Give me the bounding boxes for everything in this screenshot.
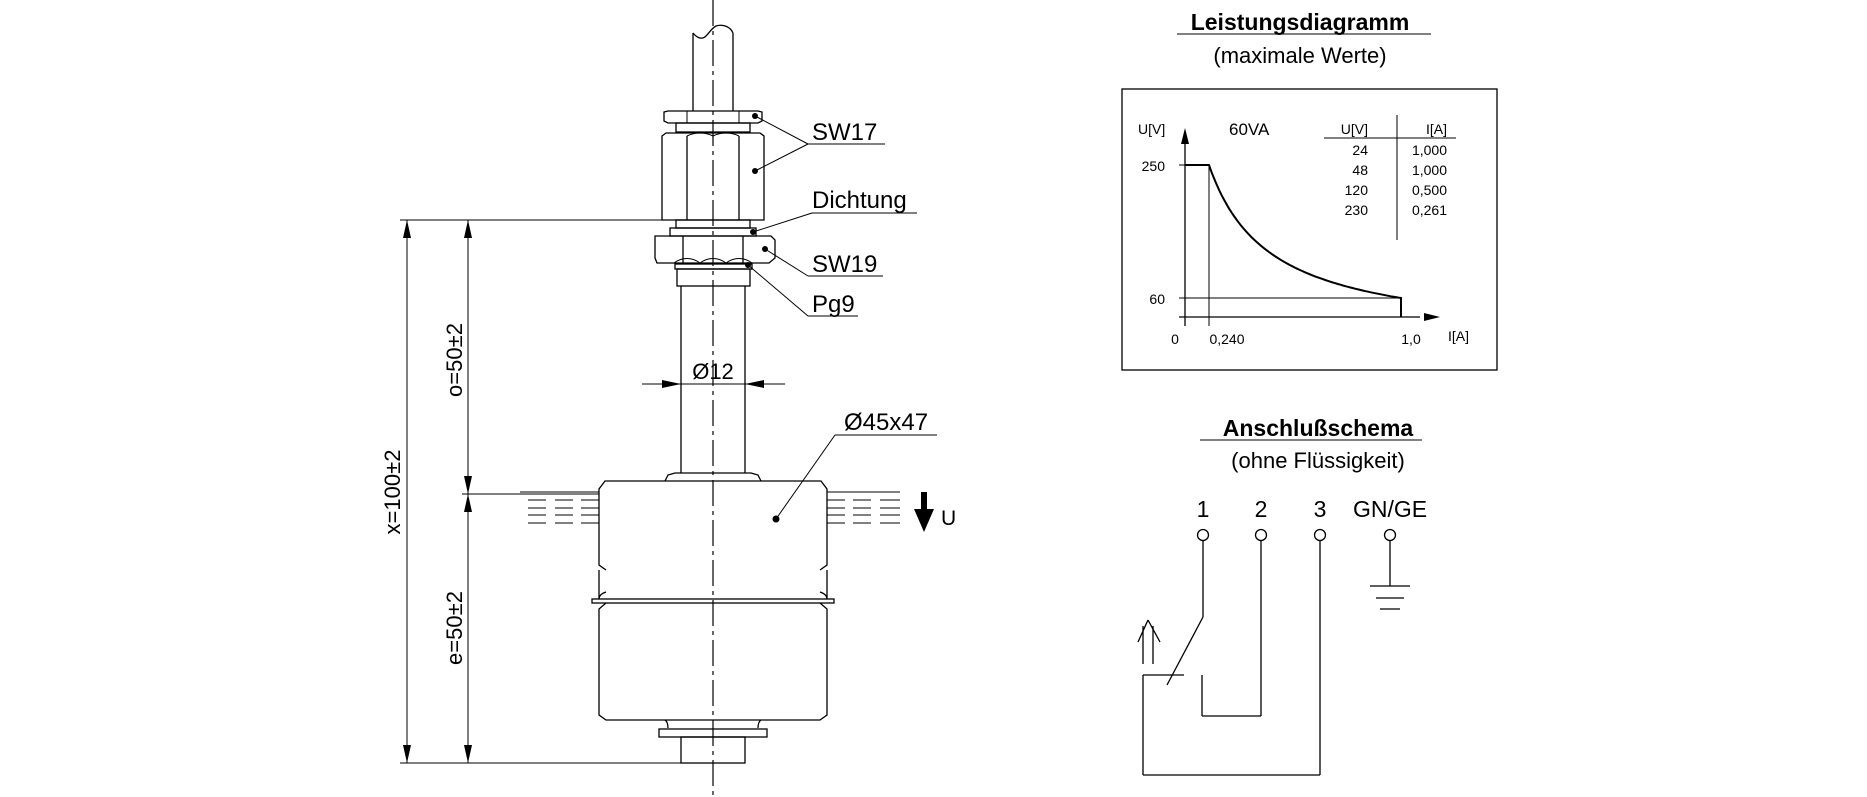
table-cell-current: 0,261	[1412, 202, 1447, 218]
value-table: U[V] I[A] 24 1,000 48 1,000 120 0,500 230 0,261	[1324, 115, 1456, 240]
stem-diameter-dimension: Ø12	[642, 359, 785, 388]
terminal-2-icon	[1254, 528, 1268, 542]
terminal-label-gnge: GN/GE	[1353, 496, 1427, 522]
float-bottom-collar	[658, 719, 768, 764]
dichtung-callout: Dichtung	[750, 187, 917, 235]
dichtung-label: Dichtung	[812, 187, 907, 214]
chart-plot: U[V] 250 60 0 0,240 1,0 I[A]	[1138, 121, 1469, 347]
float-top-collar	[664, 472, 762, 482]
hex-nut-sw19	[654, 235, 776, 264]
terminal-label-1: 1	[1197, 496, 1210, 522]
y-tick-label-250: 250	[1142, 158, 1166, 174]
x-total-dimension: x=100±2	[380, 450, 405, 535]
float-up-arrow-icon	[1137, 619, 1161, 664]
direction-label: U	[941, 507, 956, 530]
table-cell-voltage: 24	[1352, 142, 1368, 158]
table-cell-voltage: 48	[1352, 162, 1368, 178]
o-upper-dimension: o=50±2	[442, 323, 467, 397]
float-body	[591, 480, 835, 721]
wiring-subtitle: (ohne Flüssigkeit)	[1231, 448, 1405, 473]
stem-diameter-label: Ø12	[692, 359, 734, 384]
table-cell-current: 1,000	[1412, 142, 1447, 158]
table-cell-current: 0,500	[1412, 182, 1447, 198]
power-diagram-subtitle: (maximale Werte)	[1213, 43, 1386, 68]
liquid-level-right	[827, 491, 900, 524]
sw17-callout: SW17	[752, 113, 885, 174]
power-curve-series	[1185, 164, 1402, 317]
x-tick-label-1: 1,0	[1401, 331, 1421, 347]
y-axis-arrow-icon	[1181, 128, 1189, 144]
table-cell-voltage: 120	[1345, 182, 1369, 198]
wiring-diagram: Anschlußschema (ohne Flüssigkeit) 1 2 3 …	[1137, 415, 1427, 776]
terminal-3-icon	[1313, 528, 1327, 542]
terminal-gnge-icon	[1383, 528, 1397, 542]
direction-arrow: U	[914, 492, 956, 532]
power-annotation: 60VA	[1229, 120, 1270, 139]
cable	[692, 24, 734, 111]
wiring-title: Anschlußschema	[1223, 415, 1414, 441]
sw19-callout: SW19	[762, 246, 883, 278]
table-header-current: I[A]	[1426, 121, 1447, 137]
stem	[680, 286, 746, 473]
x-tick-label-0: 0	[1171, 331, 1179, 347]
switch-circuit	[1142, 540, 1321, 776]
table-cell-voltage: 230	[1345, 202, 1369, 218]
x-axis-label: I[A]	[1448, 328, 1469, 344]
dimension-lines	[400, 219, 681, 764]
table-cell-current: 1,000	[1412, 162, 1447, 178]
power-diagram-title: Leistungsdiagramm	[1191, 9, 1410, 35]
x-tick-label-0240: 0,240	[1209, 331, 1244, 347]
sw19-label: SW19	[812, 251, 877, 278]
float-switch-drawing: Ø12	[380, 0, 956, 795]
x-axis-arrow-icon	[1424, 313, 1440, 321]
table-header-voltage: U[V]	[1341, 121, 1368, 137]
liquid-level-left	[520, 491, 599, 524]
power-diagram: Leistungsdiagramm (maximale Werte) U[V] 2…	[1121, 9, 1498, 371]
chart-frame	[1121, 88, 1498, 371]
float-size-label: Ø45x47	[844, 409, 928, 436]
y-axis-label: U[V]	[1138, 121, 1165, 137]
terminal-label-3: 3	[1314, 496, 1327, 522]
sw17-label: SW17	[812, 119, 877, 146]
terminal-label-2: 2	[1255, 496, 1268, 522]
e-lower-dimension: e=50±2	[442, 591, 467, 665]
ground-icon	[1370, 540, 1410, 610]
pg9-callout: Pg9	[745, 262, 858, 318]
thread-pg9	[674, 263, 753, 287]
lock-nut-sw17	[663, 110, 763, 133]
y-tick-label-60: 60	[1149, 291, 1165, 307]
float-size-callout: Ø45x47	[772, 409, 937, 523]
pg9-label: Pg9	[812, 291, 855, 318]
terminal-1-icon	[1196, 528, 1210, 542]
